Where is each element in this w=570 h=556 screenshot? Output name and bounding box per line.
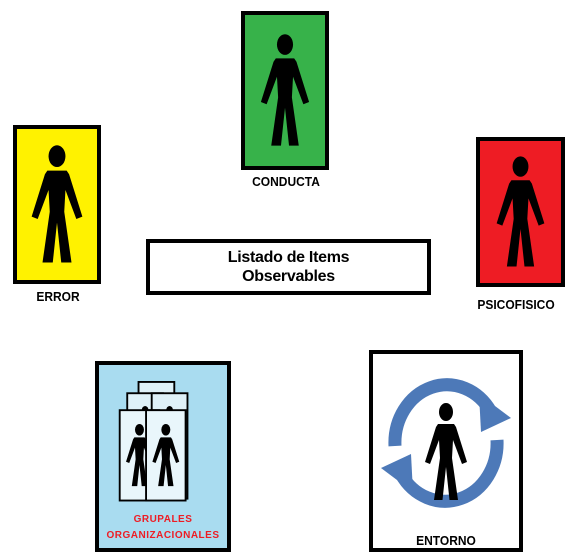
group-of-people-icon xyxy=(118,381,189,502)
grupales-card xyxy=(95,361,231,552)
grupales-label: GRUPALES ORGANIZACIONALES xyxy=(97,512,229,544)
psicofisico-card xyxy=(476,137,565,287)
conducta-label: CONDUCTA xyxy=(252,174,320,190)
grupales-label-line2: ORGANIZACIONALES xyxy=(106,530,220,541)
person-icon xyxy=(260,34,310,146)
person-icon xyxy=(31,145,83,263)
center-title-line1: Listado de Items xyxy=(227,249,350,266)
cycle-arrows-icon xyxy=(381,378,511,508)
error-label: ERROR xyxy=(36,289,80,305)
entorno-label: ENTORNO xyxy=(416,533,476,549)
grupales-label-line1: GRUPALES xyxy=(133,514,193,525)
psicofisico-label: PSICOFISICO xyxy=(477,297,555,313)
entorno-card xyxy=(369,350,523,552)
center-title-line2: Observables xyxy=(242,268,335,285)
error-card xyxy=(13,125,101,284)
person-icon xyxy=(425,403,467,500)
conducta-card xyxy=(241,11,329,170)
center-box: Listado de Items Observables xyxy=(146,239,431,295)
person-icon xyxy=(496,156,545,267)
